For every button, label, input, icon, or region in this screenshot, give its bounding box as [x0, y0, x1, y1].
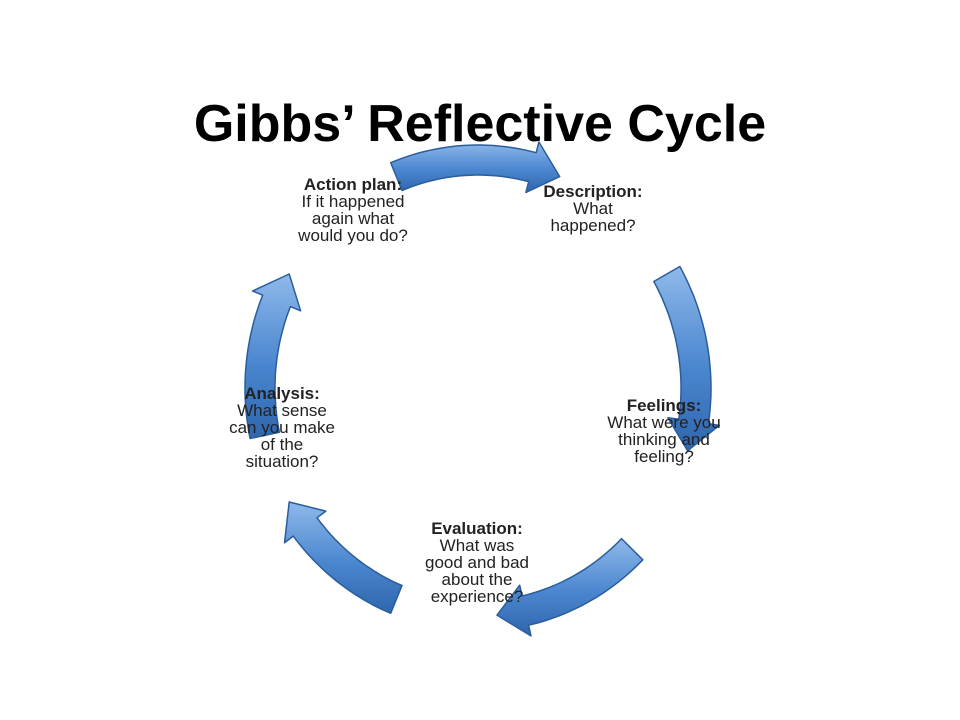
arrow-evaluation-to-analysis — [283, 501, 403, 615]
stage-analysis: Analysis: What sense can you make of the… — [218, 385, 346, 470]
stage-evaluation: Evaluation: What was good and bad about … — [408, 520, 546, 605]
stage-feelings: Feelings: What were you thinking and fee… — [598, 397, 730, 465]
arrow-analysis-to-action-plan — [244, 273, 302, 440]
stage-action-plan-question: If it happened again what would you do? — [298, 192, 408, 245]
arrow-description-to-feelings — [653, 265, 721, 452]
arrow-feelings-to-evaluation — [496, 537, 644, 637]
stage-action-plan-heading: Action plan: — [303, 175, 403, 194]
page-title: Gibbs’ Reflective Cycle — [193, 94, 767, 153]
stage-description-question: What happened? — [550, 199, 636, 235]
stage-action-plan: Action plan: If it happened again what w… — [278, 176, 428, 244]
stage-analysis-heading: Analysis: — [244, 384, 320, 403]
stage-description-heading: Description: — [543, 182, 643, 201]
stage-evaluation-question: What was good and bad about the experien… — [425, 536, 529, 606]
stage-analysis-question: What sense can you make of the situation… — [229, 401, 335, 471]
arrow-action-plan-to-description — [389, 141, 561, 194]
stage-evaluation-heading: Evaluation: — [431, 519, 523, 538]
stage-feelings-question: What were you thinking and feeling? — [607, 413, 721, 466]
stage-description: Description: What happened? — [528, 183, 658, 234]
stage-feelings-heading: Feelings: — [626, 396, 702, 415]
